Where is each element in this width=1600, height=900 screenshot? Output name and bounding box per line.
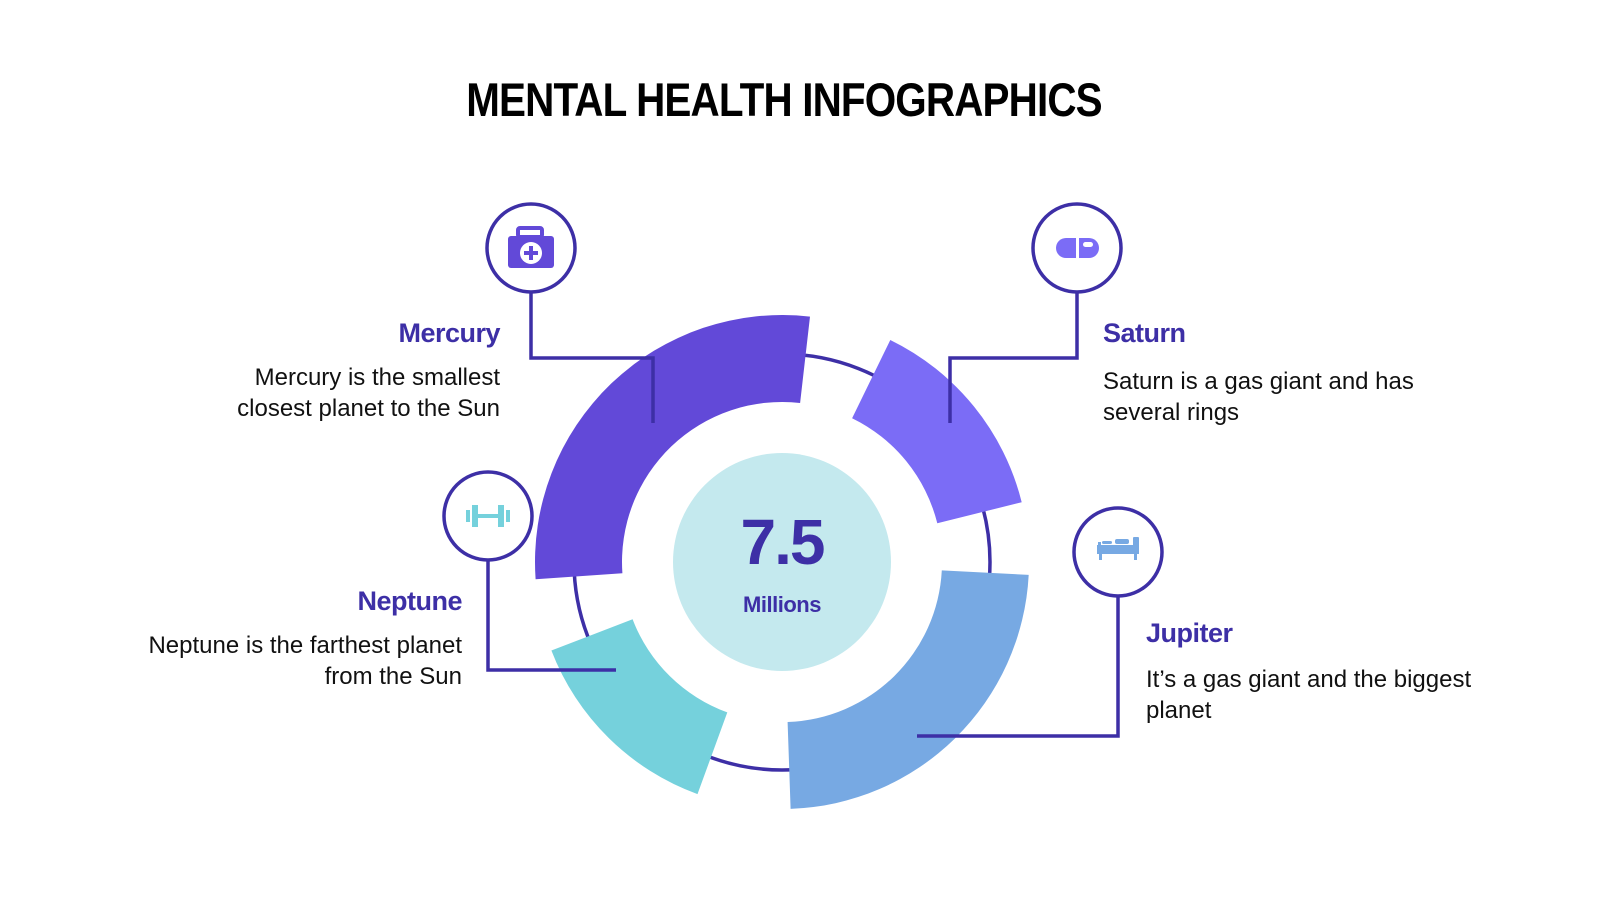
bed-icon: [1097, 537, 1139, 560]
pill-capsule-icon: [1056, 238, 1099, 258]
description-line: It’s a gas giant and the biggest: [1146, 666, 1472, 693]
page-title: MENTAL HEALTH INFOGRAPHICS: [466, 73, 1102, 126]
connector-saturn: [948, 288, 1079, 423]
heading-saturn: Saturn: [1103, 318, 1186, 348]
center-circle: [673, 453, 891, 671]
description-line: several rings: [1103, 399, 1240, 426]
center-unit: Millions: [743, 592, 821, 617]
description-saturn: Saturn is a gas giant and has several ri…: [1103, 366, 1503, 428]
description-jupiter: It’s a gas giant and the biggest planet: [1146, 664, 1566, 726]
segment-mercury: [535, 315, 810, 580]
heading-jupiter: Jupiter: [1146, 618, 1233, 648]
dumbbell-icon: [466, 505, 510, 527]
center-value: 7.5: [740, 506, 826, 578]
connector-jupiter: [917, 594, 1120, 738]
medical-kit-icon: [508, 226, 554, 268]
description-line: planet: [1146, 697, 1212, 724]
description-line: Mercury is the smallest: [254, 364, 500, 391]
connector-neptune: [486, 558, 616, 672]
description-neptune: Neptune is the farthest planet from the …: [60, 630, 462, 692]
heading-mercury: Mercury: [398, 318, 500, 348]
icon-circle-saturn: [1031, 202, 1123, 294]
description-mercury: Mercury is the smallest closest planet t…: [150, 362, 500, 424]
segment-jupiter: [787, 570, 1029, 809]
description-line: closest planet to the Sun: [237, 395, 500, 422]
description-line: Neptune is the farthest planet: [148, 632, 462, 659]
description-line: from the Sun: [324, 663, 462, 690]
heading-neptune: Neptune: [357, 586, 463, 616]
connector-mercury: [529, 288, 655, 423]
segment-saturn: [852, 340, 1022, 524]
description-line: Saturn is a gas giant and has: [1103, 368, 1414, 395]
segment-neptune: [551, 619, 728, 795]
